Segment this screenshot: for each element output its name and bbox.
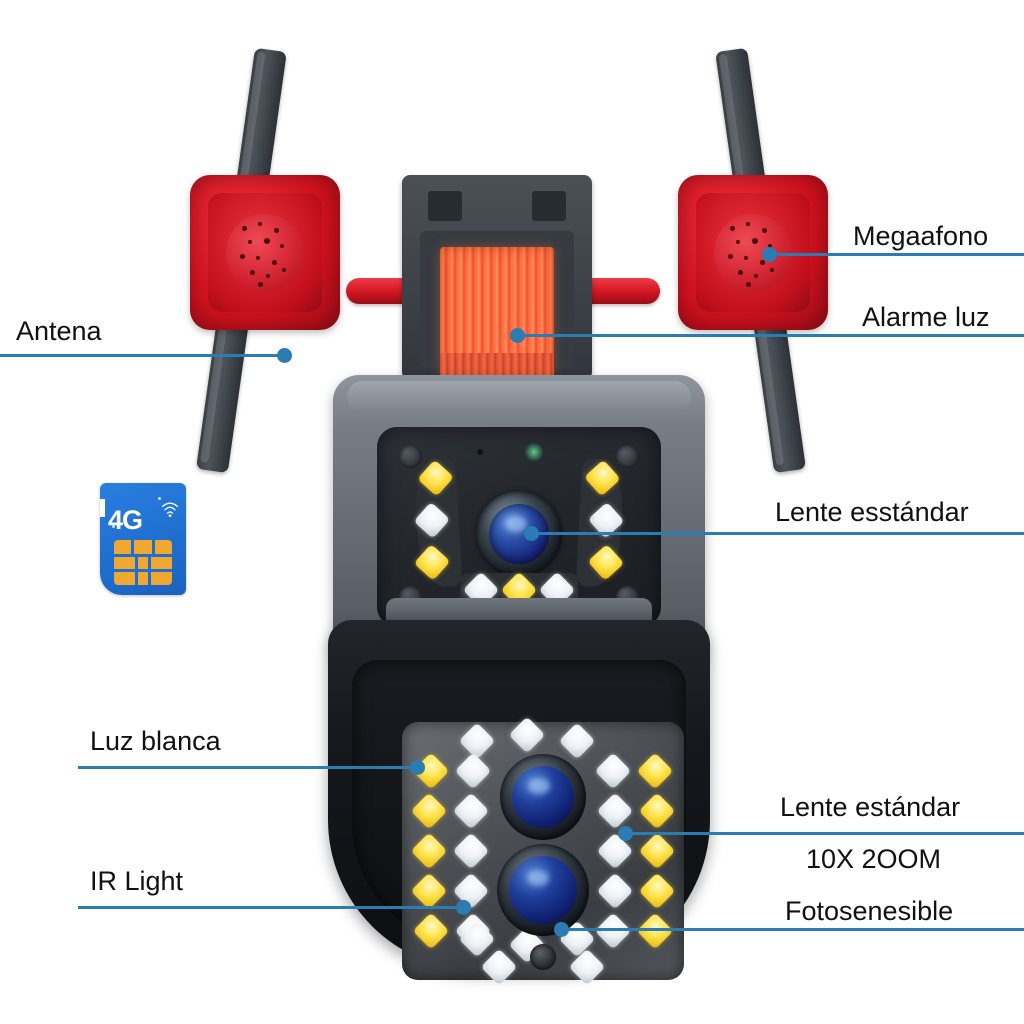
housing-top-shine: [347, 381, 691, 413]
sim-card-notch: [100, 499, 105, 517]
callout-dot-luz-blanca: [410, 760, 425, 775]
dome-inner-ring: [352, 660, 686, 980]
bracket-slot-right: [532, 191, 566, 221]
callout-label-lente-esstandar: Lente esstándar: [775, 497, 969, 527]
led-white: [458, 798, 484, 824]
led-white: [418, 507, 445, 534]
led-yellow: [422, 464, 449, 491]
led-white: [514, 722, 540, 748]
callout-line-alarme-luz: [516, 334, 1024, 337]
sim-card-4g: 4G: [100, 483, 186, 595]
led-yellow: [642, 918, 668, 944]
sim-card-chip: [114, 540, 172, 585]
led-white: [602, 878, 628, 904]
status-indicator-led: [525, 443, 543, 461]
lower-camera-dome: [328, 620, 710, 980]
led-yellow: [644, 878, 670, 904]
led-white: [592, 507, 619, 534]
mounting-bracket: [402, 175, 592, 380]
callout-dot-fotosenesible: [554, 922, 569, 937]
microphone-hole: [477, 449, 483, 455]
callout-line-lente-estandar: [624, 832, 1024, 835]
callout-dot-ir-light: [456, 900, 471, 915]
led-white: [600, 918, 626, 944]
led-yellow: [589, 464, 616, 491]
callout-line-lente-esstandar: [530, 532, 1024, 535]
led-white: [464, 926, 490, 952]
ir-led-panel: [402, 722, 684, 980]
led-white: [564, 728, 590, 754]
zoom-lens-upper-glass: [512, 766, 574, 828]
led-yellow: [418, 549, 445, 576]
sim-card-label: 4G: [108, 505, 143, 535]
camera-illustration: [150, 20, 880, 1000]
callout-label-lente-estandar: Lente estándar: [780, 792, 961, 822]
megaphone-right: [678, 175, 828, 330]
sim-card-body: 4G: [100, 483, 186, 595]
callout-line-fotosenesible: [560, 928, 1024, 931]
callout-label-alarme-luz: Alarme luz: [862, 302, 990, 332]
callout-dot-antena: [277, 348, 292, 363]
screw-top-right: [616, 445, 639, 468]
zoom-lens-lower-glass: [509, 856, 577, 924]
standard-lens-upper: [476, 491, 562, 577]
led-white: [458, 838, 484, 864]
bracket-slot-left: [428, 191, 462, 221]
callout-line-luz-blanca: [78, 766, 420, 769]
led-white: [574, 954, 600, 980]
led-white: [464, 728, 490, 754]
megaphone-left: [190, 175, 340, 330]
zoom-lens-lower: [497, 844, 589, 936]
led-white: [600, 758, 626, 784]
led-white: [486, 954, 512, 980]
signal-icon: [161, 502, 179, 517]
megaphone-left-grille: [226, 213, 304, 292]
callout-label-fotosenesible: Fotosenesible: [785, 896, 954, 926]
megaphone-left-body: [190, 175, 340, 330]
megaphone-right-grille: [714, 213, 792, 292]
led-yellow: [418, 918, 444, 944]
led-white: [602, 838, 628, 864]
callout-line-ir-light: [78, 906, 466, 909]
callout-dot-megaafono: [762, 247, 777, 262]
led-yellow: [644, 798, 670, 824]
upper-camera-face: [377, 427, 661, 627]
callout-label-ir-light: IR Light: [90, 866, 184, 896]
zoom-lens-upper: [500, 754, 586, 840]
led-strip-left: [413, 457, 463, 589]
callout-label-antena: Antena: [16, 316, 102, 346]
led-yellow: [416, 878, 442, 904]
callout-line-megaafono: [768, 253, 1024, 256]
led-white: [602, 798, 628, 824]
led-yellow: [416, 838, 442, 864]
led-yellow: [644, 838, 670, 864]
led-yellow: [592, 549, 619, 576]
callout-line-antena: [0, 354, 283, 357]
photosensor: [530, 944, 556, 970]
led-yellow: [642, 758, 668, 784]
megaphone-right-body: [678, 175, 828, 330]
callout-label-megaafono: Megaafono: [853, 221, 989, 251]
callout-dot-lente-esstandar: [524, 526, 539, 541]
callout-dot-lente-estandar: [618, 826, 633, 841]
callout-label-zoom: 10X 2OOM: [806, 844, 942, 874]
lens-highlight: [528, 778, 551, 795]
callout-dot-alarme-luz: [510, 328, 525, 343]
led-yellow: [416, 798, 442, 824]
alarm-light-base: [440, 353, 554, 375]
screw-top-left: [399, 445, 422, 468]
led-strip-right: [575, 457, 625, 589]
lens-highlight: [504, 516, 527, 532]
lens-highlight: [526, 869, 549, 886]
callout-label-luz-blanca: Luz blanca: [90, 726, 221, 756]
led-white: [460, 758, 486, 784]
